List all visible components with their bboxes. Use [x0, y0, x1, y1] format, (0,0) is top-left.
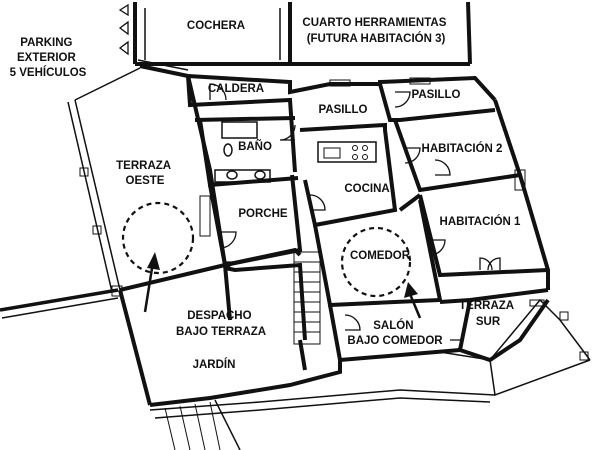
label-parking: PARKING EXTERIOR 5 VEHÍCULOS	[10, 37, 87, 79]
label-jardin: JARDÍN	[193, 358, 236, 371]
arrow-comedor	[404, 282, 422, 319]
house-walls	[118, 64, 550, 407]
label-caldera: CALDERA	[208, 83, 264, 95]
arrow-terrace	[143, 252, 160, 313]
circle-marker-terrace	[121, 201, 195, 275]
label-terraza-oeste: TERRAZA OESTE	[116, 160, 174, 187]
label-cocina: COCINA	[344, 183, 389, 195]
label-despacho: DESPACHO BAJO TERRAZA	[176, 310, 266, 338]
label-cuarto-herramientas: CUARTO HERRAMIENTAS (FUTURA HABITACIÓN 3…	[302, 17, 449, 45]
label-terraza-sur: TERRAZA SUR	[459, 300, 517, 328]
bathroom-fixtures	[214, 121, 271, 183]
label-bano: BAÑO	[238, 140, 272, 153]
doors	[209, 83, 501, 353]
windows	[199, 77, 545, 307]
room-labels: COCHERA CUARTO HERRAMIENTAS (FUTURA HABI…	[10, 17, 521, 371]
label-salon: SALÓN BAJO COMEDOR	[347, 319, 443, 347]
label-pasillo-1: PASILLO	[319, 104, 368, 116]
label-porche: PORCHE	[238, 208, 288, 220]
terrace-railing	[67, 59, 189, 297]
label-cochera: COCHERA	[187, 20, 245, 32]
kitchen-counter	[317, 141, 377, 163]
label-habitacion-2: HABITACIÓN 2	[422, 142, 503, 155]
circle-marker-comedor	[340, 226, 412, 298]
staircase	[293, 251, 321, 345]
entrance-path	[0, 288, 119, 319]
label-pasillo-2: PASILLO	[412, 89, 461, 101]
garden-steps	[164, 399, 241, 450]
garage-block	[118, 1, 472, 66]
label-comedor: COMEDOR	[350, 250, 411, 262]
label-habitacion-1: HABITACIÓN 1	[440, 215, 522, 228]
